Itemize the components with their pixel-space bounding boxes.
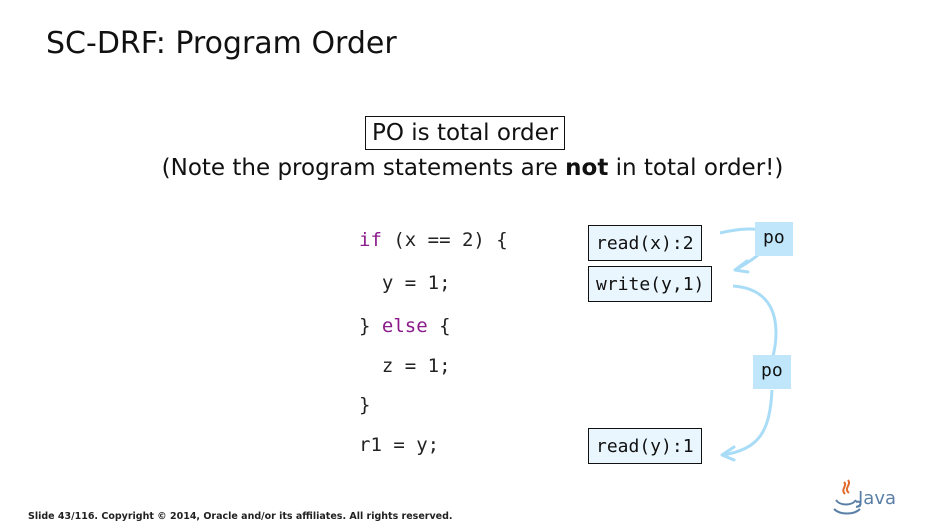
slide-title: SC-DRF: Program Order xyxy=(46,26,397,61)
code-line-1-rest: (x == 2) { xyxy=(381,229,508,251)
code-line-3-close: { xyxy=(427,315,451,337)
event-read-y: read(y):1 xyxy=(588,428,702,464)
note-text: (Note the program statements are not in … xyxy=(0,152,945,184)
po-arrow-2 xyxy=(732,284,778,361)
note-before: (Note the program statements are xyxy=(161,155,566,181)
code-line-5: } xyxy=(359,394,371,416)
po-total-order-box: PO is total order xyxy=(365,116,566,150)
code-line-3-open: } xyxy=(359,315,382,337)
po-arrow-3 xyxy=(721,389,774,457)
code-line-6: r1 = y; xyxy=(359,434,440,456)
keyword-if: if xyxy=(359,229,382,251)
java-logo-text: Java xyxy=(858,488,897,509)
note-after: in total order!) xyxy=(608,155,784,181)
java-logo-icon xyxy=(833,479,862,515)
event-read-x: read(x):2 xyxy=(588,225,702,261)
slide-footer: Slide 43/116. Copyright © 2014, Oracle a… xyxy=(28,511,453,522)
event-write-y: write(y,1) xyxy=(588,266,713,302)
code-line-4: z = 1; xyxy=(359,355,451,377)
code-line-2: y = 1; xyxy=(359,272,451,294)
po-label-1: po xyxy=(755,222,793,256)
code-line-1: if (x == 2) { xyxy=(359,229,508,251)
po-label-2: po xyxy=(753,355,791,389)
po-arrow-1-head xyxy=(733,259,750,274)
note-bold: not xyxy=(565,155,609,181)
keyword-else: else xyxy=(381,315,428,337)
po-arrow-3-head xyxy=(720,445,736,462)
code-line-3: } else { xyxy=(359,315,451,337)
